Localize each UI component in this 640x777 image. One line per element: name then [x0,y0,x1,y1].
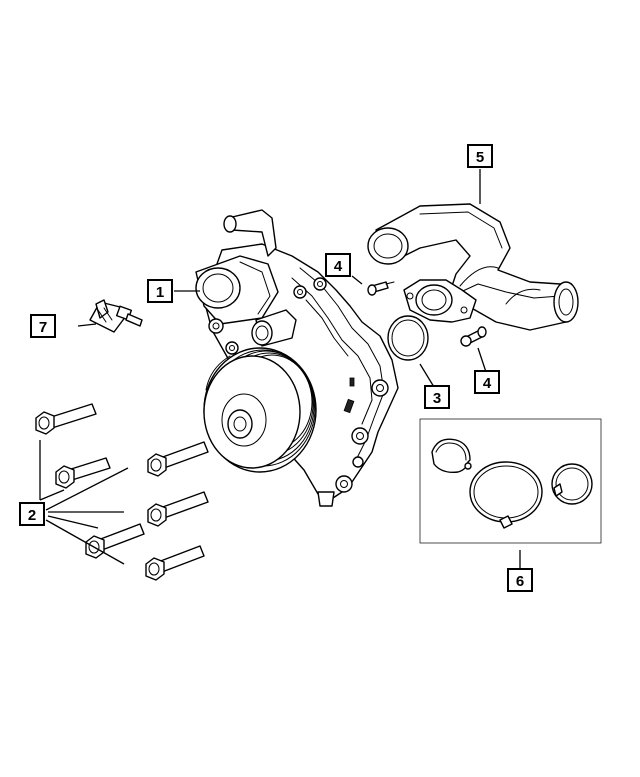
callout-5-label: 5 [476,149,484,166]
screw-lower [460,326,487,347]
leader-2c [45,467,129,511]
gasket-kit [419,418,602,544]
callout-7-label: 7 [39,319,47,336]
bolt [147,491,209,527]
leader-4-upper [351,275,363,285]
screw-upper [367,281,395,296]
water-pump-assembly [195,209,399,507]
leader-2e [47,515,99,529]
callout-4-upper-label: 4 [334,258,343,275]
leader-7 [77,323,97,327]
callout-1-label: 1 [156,284,164,301]
callout-6-label: 6 [516,573,524,590]
gasket-kit-frame [419,418,602,544]
bolt [145,545,205,581]
callout-2-label: 2 [28,507,36,524]
leader-4-lower [477,347,487,373]
leader-2f [45,519,125,565]
callout-4-lower-label: 4 [483,375,492,392]
callout-3: 3 [424,385,450,409]
callout-6: 6 [507,568,533,592]
bolt [85,523,145,559]
callout-3-label: 3 [433,390,441,407]
bolt [55,457,111,489]
o-ring [387,315,429,361]
bolt [35,403,97,435]
bolt [147,441,209,477]
callout-4-upper: 4 [325,253,351,277]
leader-lines [39,169,521,568]
callout-2: 2 [19,502,45,526]
leader-2b [39,489,65,501]
callout-7: 7 [30,314,56,338]
callout-4-lower: 4 [474,370,500,394]
callout-1: 1 [147,279,173,303]
callout-5: 5 [467,144,493,168]
temperature-sensor [89,299,143,333]
bolt-set [35,403,209,581]
leader-3 [419,363,435,388]
coolant-tube [367,203,579,331]
